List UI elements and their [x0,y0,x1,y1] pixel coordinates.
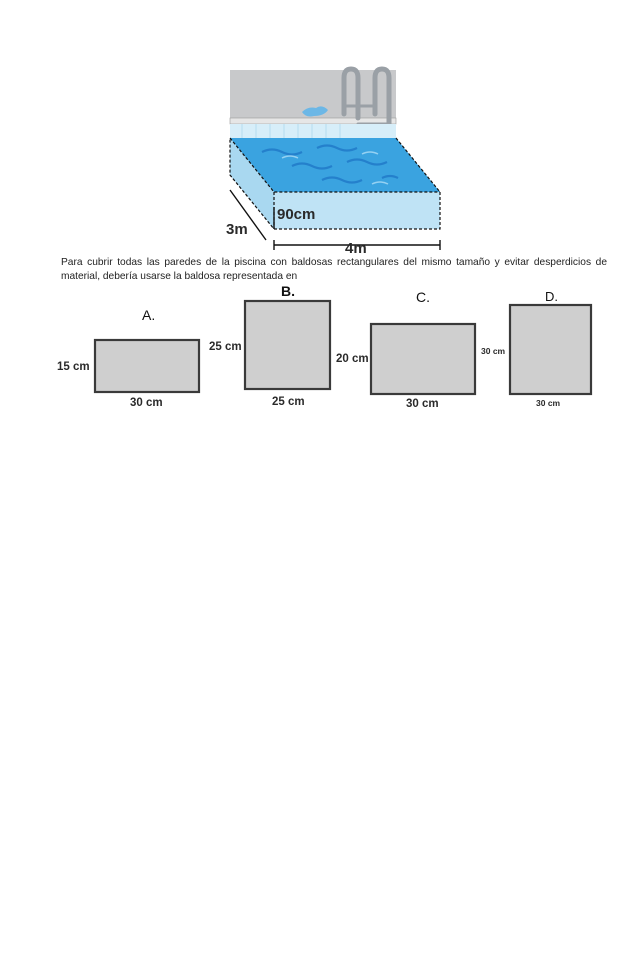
option-b-tile [243,299,332,391]
option-c-tile [369,322,477,396]
tile-options: A. 15 cm 30 cm B. 25 cm 25 cm C. 20 cm 3… [57,283,593,410]
option-a-letter: A. [142,307,155,323]
question-text: Para cubrir todas las paredes de la pisc… [61,256,607,284]
pool-front-side [274,192,440,229]
option-c-letter: C. [416,289,430,305]
option-d[interactable]: D. 30 cm 30 cm [481,289,593,408]
question-line-1: Para cubrir todas las paredes de la pisc… [61,257,607,268]
option-d-width-label: 30 cm [536,398,561,408]
option-a-tile [93,338,201,394]
pool-left-side [230,138,274,229]
option-a[interactable]: A. 15 cm 30 cm [57,307,201,409]
pool-length-label: 4m [345,240,367,257]
option-d-tile [508,303,593,396]
option-a-height-label: 15 cm [57,361,90,373]
option-b-width-label: 25 cm [272,396,305,408]
pool-illustration: 90cm 3m 4m [226,66,441,257]
water-splash [302,106,328,117]
pool-width-label: 3m [226,221,248,238]
option-a-width-label: 30 cm [130,397,163,409]
question-line-2: material, debería usarse la baldosa repr… [61,271,298,282]
option-b-letter: B. [281,283,295,299]
pool-depth-label: 90cm [277,206,315,223]
option-c-height-label: 20 cm [336,353,369,365]
option-d-height-label: 30 cm [481,346,506,356]
option-d-letter: D. [545,289,558,304]
pool-back-wall [230,70,396,126]
option-c-width-label: 30 cm [406,398,439,410]
option-b-height-label: 25 cm [209,341,242,353]
option-b[interactable]: B. 25 cm 25 cm [209,283,332,408]
option-c[interactable]: C. 20 cm 30 cm [336,289,477,410]
pool-inner-wall [230,124,396,138]
